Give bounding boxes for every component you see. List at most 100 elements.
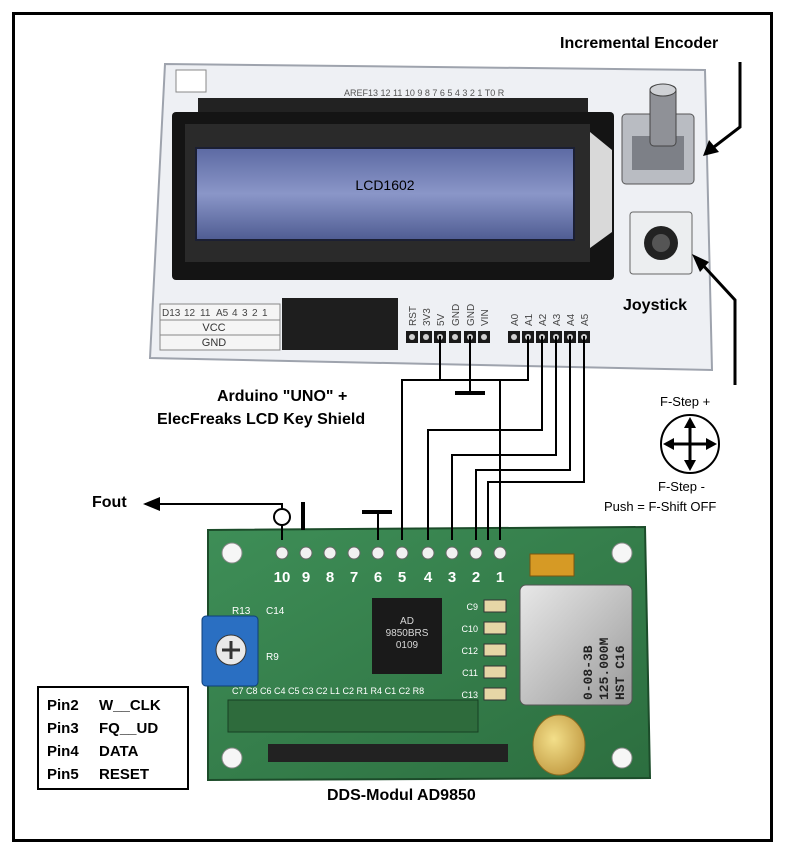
arduino-label-line1: Arduino "UNO" + xyxy=(217,388,348,405)
dds-pin-hole xyxy=(275,546,289,560)
header-hole-pin xyxy=(481,334,487,340)
wire-a5 xyxy=(487,336,585,540)
wire-wclk xyxy=(475,336,571,540)
lcd-module xyxy=(172,112,614,280)
wire-reset xyxy=(401,336,529,540)
oscillator-text: 125.000M xyxy=(597,637,612,700)
fstep-direction-symbol xyxy=(660,414,720,474)
shield-left-pin-label: 1 xyxy=(262,308,268,319)
shield-power-pin-label: GND xyxy=(451,304,462,326)
header-hole-pin xyxy=(452,334,458,340)
shield-left-pin-label: 3 xyxy=(242,308,248,319)
vcc-label: VCC xyxy=(202,322,225,334)
legend-pin: Pin4 xyxy=(47,743,79,760)
legend-pin: Pin2 xyxy=(47,697,79,714)
shield-left-pin-label: 11 xyxy=(200,308,211,319)
dds-pin-number: 10 xyxy=(274,569,291,586)
dds-pin-number: 4 xyxy=(424,569,433,586)
chip-text: AD xyxy=(400,616,414,627)
fstep-minus-label: F-Step - xyxy=(658,479,705,494)
gnd-label: GND xyxy=(202,337,227,349)
capacitor-column xyxy=(483,599,507,701)
arduino-label-line2: ElecFreaks LCD Key Shield xyxy=(157,411,366,428)
header-hole-pin xyxy=(423,334,429,340)
digital-pin-row: AREF13 12 11 10 9 8 7 6 5 4 3 2 1 T0 R xyxy=(344,88,505,98)
usb-mark xyxy=(175,69,207,93)
shield-left-pin-label: 2 xyxy=(252,308,258,319)
dds-pin-number: 9 xyxy=(302,569,310,586)
legend-signal: W__CLK xyxy=(99,697,161,714)
wire-fout xyxy=(145,503,283,540)
joystick-arrow-head xyxy=(692,254,709,272)
push-label: Push = F-Shift OFF xyxy=(604,499,717,514)
bottom-header xyxy=(268,744,508,762)
dds-pin-number: 1 xyxy=(496,569,504,586)
dds-pin-hole xyxy=(469,546,483,560)
shield-power-pin-label: 5V xyxy=(436,313,447,326)
shield-analog-pin-label: A2 xyxy=(538,313,549,326)
shield-power-pin-label: GND xyxy=(466,304,477,326)
legend-pin: Pin5 xyxy=(47,766,79,783)
dds-board xyxy=(201,525,652,782)
shield-analog-pin-label: A5 xyxy=(580,313,591,326)
dds-pin-number: 8 xyxy=(326,569,334,586)
shield-analog-pin-label: A0 xyxy=(510,313,521,326)
oscillator-text: HST C16 xyxy=(613,645,628,700)
potentiometer xyxy=(201,615,259,687)
arrow-heads xyxy=(143,140,719,511)
shield-power-pin-label: 3V3 xyxy=(422,308,433,326)
r9-label: R9 xyxy=(266,652,279,663)
dds-pin-number: 3 xyxy=(448,569,456,586)
shield-analog-pin-label: A3 xyxy=(552,313,563,326)
smd-area xyxy=(227,699,479,733)
dds-pin-hole xyxy=(299,546,313,560)
dds-pin-holes xyxy=(275,546,507,560)
encoder-label: Incremental Encoder xyxy=(560,35,719,52)
shield-left-pin-label: 4 xyxy=(232,308,238,319)
dds-pin-number: 5 xyxy=(398,569,406,586)
r13-label: R13 xyxy=(232,606,251,617)
fout-label: Fout xyxy=(92,494,127,511)
capacitor-label: C12 xyxy=(461,646,478,656)
capacitor-label: C10 xyxy=(461,624,478,634)
shield-left-pin-block xyxy=(159,298,398,351)
joystick-device xyxy=(629,211,693,275)
capacitor xyxy=(483,643,507,657)
chip-text: 0109 xyxy=(396,640,419,651)
capacitor xyxy=(483,665,507,679)
shield-power-pin-label: VIN xyxy=(480,309,491,326)
dds-pin-hole xyxy=(371,546,385,560)
oscillator xyxy=(519,553,633,706)
legend-row: Pin4 DATA xyxy=(47,740,179,763)
top-header-pins xyxy=(198,98,588,112)
dds-pin-number: 2 xyxy=(472,569,480,586)
chip-text: 9850BRS xyxy=(386,628,429,639)
dds-pin-hole xyxy=(323,546,337,560)
oscillator-text: 0-08-3B xyxy=(581,645,596,700)
fout-arrow-head xyxy=(143,497,160,511)
shield-left-pin-label: A5 xyxy=(216,308,229,319)
dds-pin-hole xyxy=(493,546,507,560)
wiring xyxy=(145,62,742,540)
legend-signal: DATA xyxy=(99,743,139,760)
smd-label-row: C7 C8 C6 C4 C5 C3 C2 L1 C2 R1 R4 C1 C2 R… xyxy=(232,686,424,696)
legend-signal: FQ__UD xyxy=(99,720,159,737)
wire-data xyxy=(427,336,543,540)
capacitor xyxy=(483,687,507,701)
header-hole-pin xyxy=(409,334,415,340)
shield-power-pin-label: RST xyxy=(408,306,419,326)
dds-pin-hole xyxy=(347,546,361,560)
legend-row: Pin2 W__CLK xyxy=(47,694,179,717)
dds-label: DDS-Modul AD9850 xyxy=(327,787,476,804)
joystick-pointer xyxy=(698,260,737,385)
encoder-pointer xyxy=(709,62,742,152)
capacitor-label: C13 xyxy=(461,690,478,700)
